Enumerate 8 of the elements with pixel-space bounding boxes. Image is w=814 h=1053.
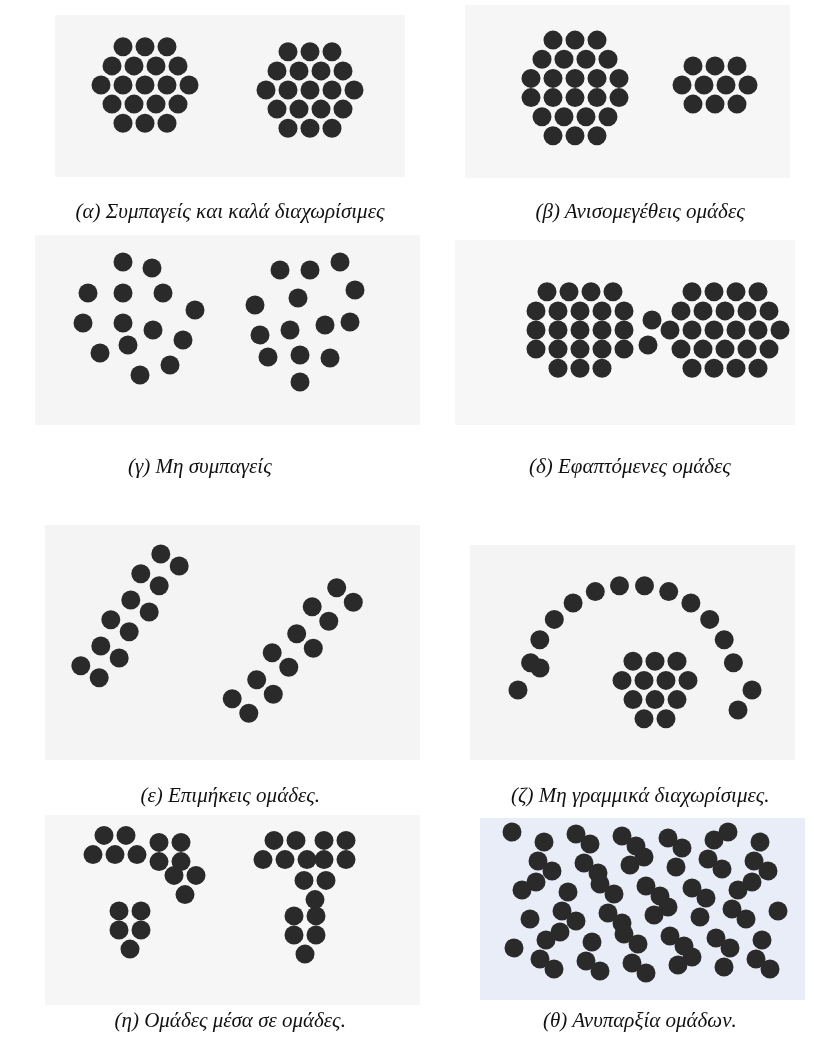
figure-caption: (β) Ανισομεγέθεις ομάδες	[535, 199, 745, 224]
figure-caption: (δ) Εφαπτόμενες ομάδες	[529, 454, 731, 479]
figure-caption: (η) Ομάδες μέσα σε ομάδες.	[114, 1008, 346, 1033]
figure-caption: (α) Συμπαγείς και καλά διαχωρίσιμες	[75, 199, 385, 224]
figure-caption: (ζ) Μη γραμμικά διαχωρίσιμες.	[511, 783, 770, 808]
figure-caption: (θ) Ανυπαρξία ομάδων.	[543, 1008, 737, 1033]
figure-caption: (γ) Μη συμπαγείς	[128, 454, 272, 479]
figure-caption: (ε) Επιμήκεις ομάδες.	[140, 783, 320, 808]
